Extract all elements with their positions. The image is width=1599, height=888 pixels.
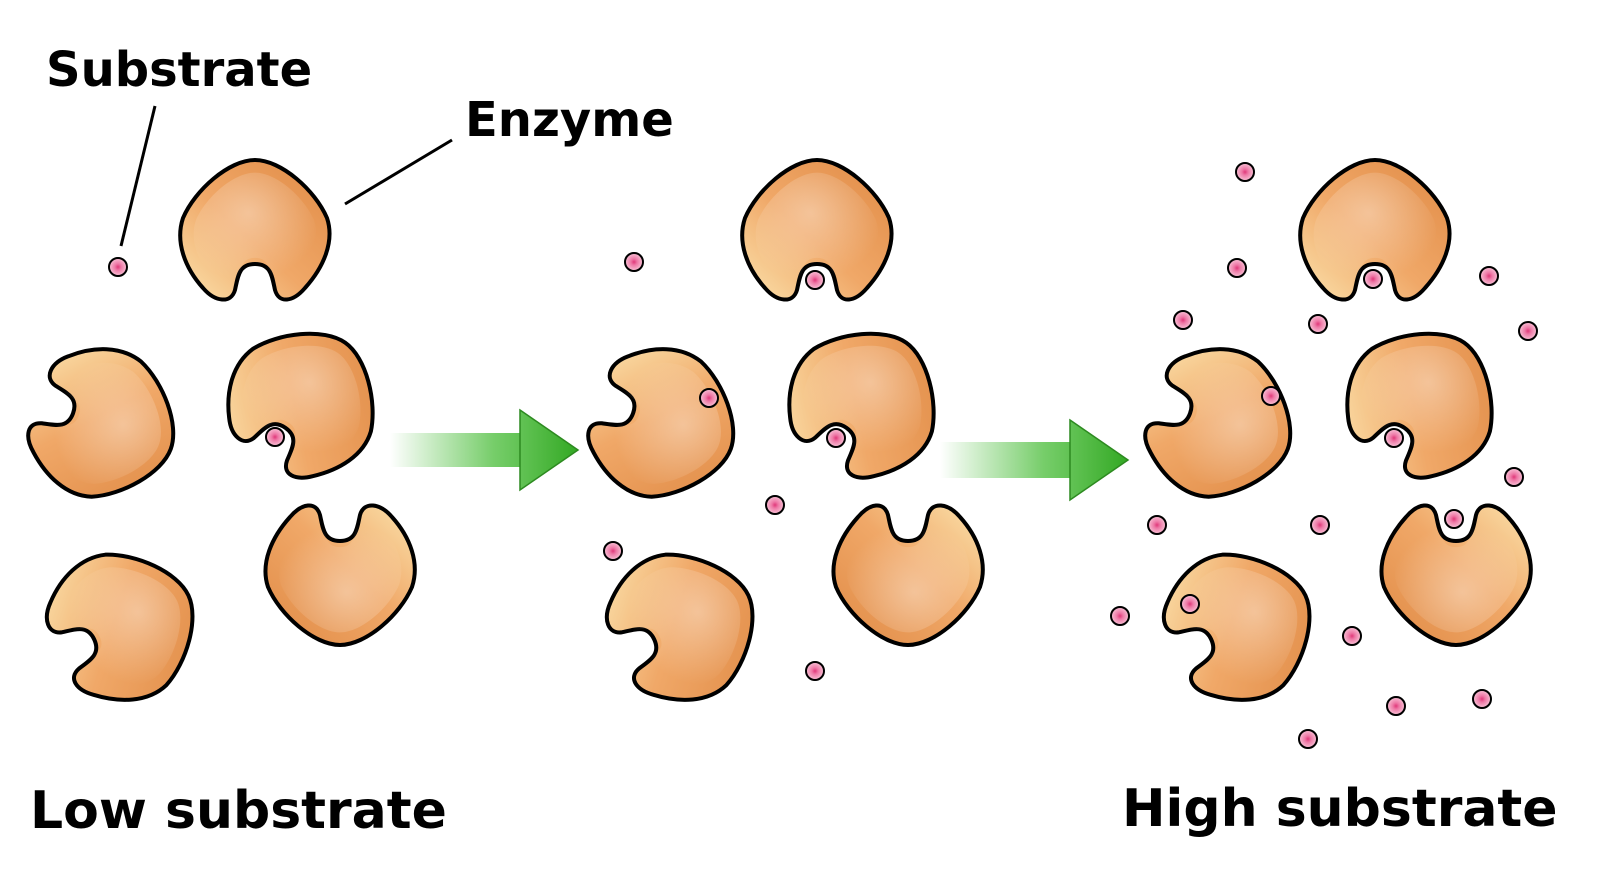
arrow-1 <box>390 408 580 492</box>
enzyme-panel3 <box>1145 525 1339 724</box>
substrate-molecule-panel3 <box>1342 626 1362 646</box>
enzyme-panel3 <box>1129 328 1316 521</box>
substrate-molecule-panel3 <box>1298 729 1318 749</box>
substrate-molecule-panel3 <box>1261 386 1281 406</box>
substrates <box>108 162 1538 749</box>
substrate-label: Substrate <box>46 42 312 98</box>
substrate-molecule-panel2 <box>805 270 825 290</box>
substrate-molecule-panel1 <box>108 257 128 277</box>
enzyme-panel1 <box>178 158 332 302</box>
substrate-molecule-panel2 <box>805 661 825 681</box>
substrate-molecule-panel3 <box>1386 696 1406 716</box>
substrate-molecule-panel3 <box>1384 428 1404 448</box>
substrate-molecule-panel2 <box>624 252 644 272</box>
enzyme-panel3 <box>1320 297 1528 502</box>
substrate-molecule-panel3 <box>1363 269 1383 289</box>
enzyme-panel2 <box>572 328 759 521</box>
arrows <box>390 408 1130 502</box>
high-substrate-label: High substrate <box>1122 779 1558 839</box>
substrate-molecule-panel2 <box>826 428 846 448</box>
substrate-molecule-panel3 <box>1308 314 1328 334</box>
substrate-molecule-panel3 <box>1173 310 1193 330</box>
enzyme-panel2 <box>831 503 985 647</box>
substrate-molecule-panel3 <box>1518 321 1538 341</box>
substrate-molecule-panel3 <box>1227 258 1247 278</box>
enzyme-label: Enzyme <box>465 92 674 148</box>
substrate-molecule-panel3 <box>1180 594 1200 614</box>
substrate-molecule-panel3 <box>1504 467 1524 487</box>
enzyme-panel1 <box>28 525 222 724</box>
enzymes <box>12 158 1533 724</box>
substrate-molecule-panel3 <box>1472 689 1492 709</box>
substrate-molecule-panel3 <box>1110 606 1130 626</box>
enzyme-panel1 <box>263 503 417 647</box>
substrate-molecule-panel3 <box>1235 162 1255 182</box>
substrate-molecule-panel1 <box>265 427 285 447</box>
enzyme-leader-line <box>344 138 453 206</box>
low-substrate-label: Low substrate <box>30 781 447 841</box>
enzyme-panel1 <box>12 328 199 521</box>
leader-lines <box>119 105 453 247</box>
substrate-molecule-panel2 <box>603 541 623 561</box>
substrate-leader-line <box>119 105 157 247</box>
enzyme-panel2 <box>762 297 970 502</box>
substrate-molecule-panel2 <box>765 495 785 515</box>
substrate-molecule-panel2 <box>699 388 719 408</box>
substrate-molecule-panel3 <box>1310 515 1330 535</box>
enzyme-panel1 <box>201 297 409 502</box>
substrate-molecule-panel3 <box>1444 509 1464 529</box>
substrate-molecule-panel3 <box>1147 515 1167 535</box>
arrow-2 <box>940 418 1130 502</box>
substrate-molecule-panel3 <box>1479 266 1499 286</box>
